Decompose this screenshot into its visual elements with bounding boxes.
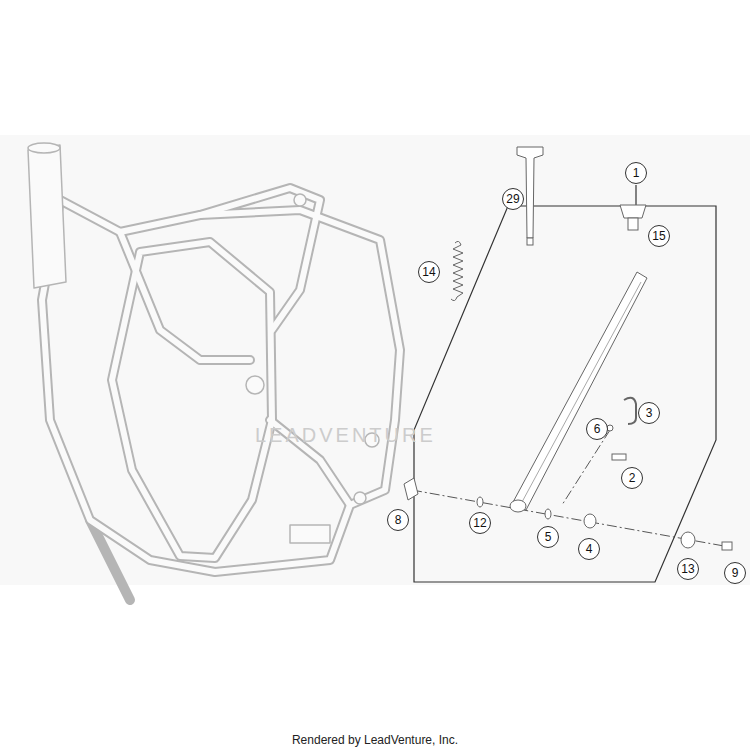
- callout-text: 1: [633, 167, 640, 179]
- axis-lines: [412, 430, 724, 546]
- callout-text: 29: [506, 193, 519, 205]
- callout-text: 4: [586, 543, 593, 555]
- callout-text: 3: [646, 407, 653, 419]
- callout-number: 6: [586, 418, 608, 440]
- callout-number: 14: [418, 261, 440, 283]
- assembly-bracket: [414, 185, 716, 582]
- callout-text: 9: [732, 567, 739, 579]
- callout-text: 6: [594, 423, 601, 435]
- callout-number: 4: [578, 538, 600, 560]
- illustration-ground: [0, 135, 750, 585]
- caption: Rendered by LeadVenture, Inc.: [292, 733, 458, 747]
- watermark: LEADVENTURE: [255, 424, 436, 447]
- callout-text: 14: [422, 266, 435, 278]
- callout-number: 13: [677, 558, 699, 580]
- callout-number: 8: [387, 509, 409, 531]
- callout-text: 2: [629, 472, 636, 484]
- part-shapes: [404, 147, 732, 550]
- frame-illustration: [28, 143, 400, 600]
- callout-number: 9: [724, 562, 746, 584]
- callout-number: 5: [537, 526, 559, 548]
- callout-number: 12: [469, 512, 491, 534]
- callout-text: 8: [395, 514, 402, 526]
- callout-number: 3: [638, 402, 660, 424]
- callout-text: 12: [473, 517, 486, 529]
- callout-number: 2: [621, 467, 643, 489]
- callout-text: 5: [545, 531, 552, 543]
- callout-text: 15: [652, 230, 665, 242]
- callout-number: 15: [648, 225, 670, 247]
- callout-text: 13: [681, 563, 694, 575]
- callout-number: 1: [625, 162, 647, 184]
- callout-number: 29: [502, 188, 524, 210]
